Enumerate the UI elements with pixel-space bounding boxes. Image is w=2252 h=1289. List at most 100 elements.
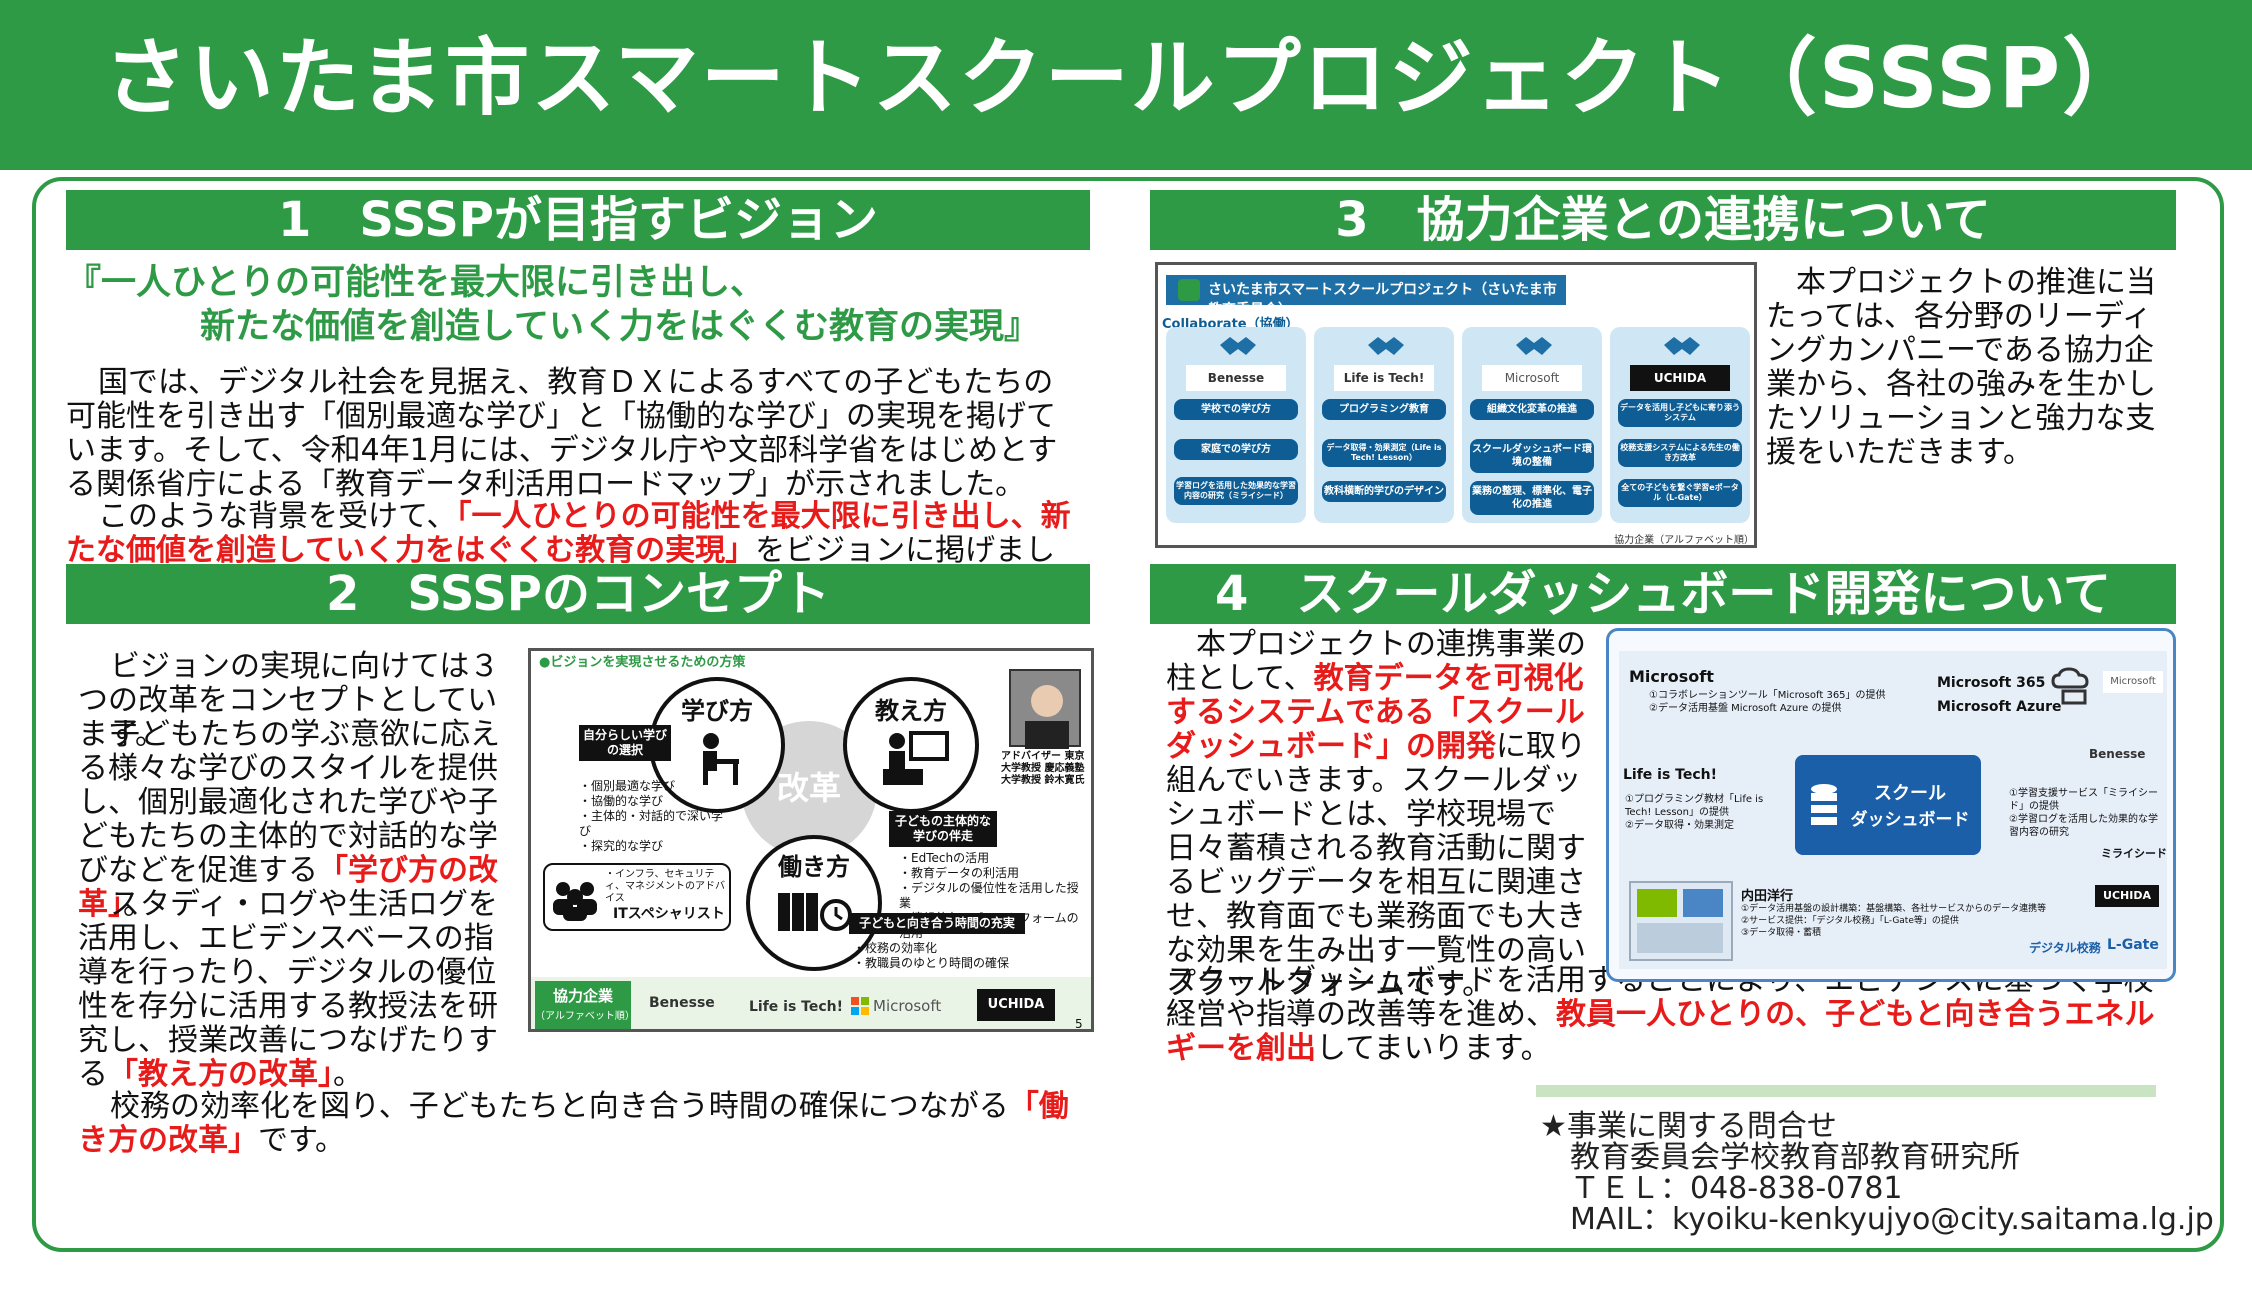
tag-student-companion: 子どもの主体的な学びの伴走 [889, 811, 997, 847]
lit-items: ①プログラミング教材「Life is Tech! Lesson」の提供 ②データ… [1625, 793, 1775, 832]
p4b: です。 [258, 1123, 345, 1158]
contact-divider [1536, 1085, 2156, 1097]
miraiseed-logo: ミライシード [2101, 847, 2167, 860]
p2b: 。 [123, 887, 153, 922]
section2-paragraph1: ビジョンの実現に向けては３つの改革をコンセプトとしています。 [78, 649, 500, 752]
tag-time-with-children: 子どもと向き合う時間の充実 [849, 913, 1025, 934]
sssp-logo-icon [1178, 279, 1200, 301]
section1-heading: 1 SSSPが目指すビジョン [66, 190, 1090, 250]
col2-item: プログラミング教育 [1322, 399, 1446, 420]
it-specialist-box [543, 863, 731, 931]
dashboard-screen-thumb [1629, 881, 1733, 961]
uchida-items: ①データ活用基盤の設計構築：基盤構築、各社サービスからのデータ連携等 ②サービス… [1741, 903, 2061, 939]
lgate-logo: L-Gate [2107, 937, 2159, 953]
azure-label: Microsoft Azure [1937, 699, 2062, 715]
col4-logo: UCHIDA [1630, 365, 1730, 391]
oshiekata-label: 教え方 [875, 697, 947, 725]
cloud-computer-icon [2049, 667, 2095, 707]
student-desk-icon [693, 731, 743, 787]
contact-department: 教育委員会学校教育部教育研究所 [1570, 1140, 2020, 1175]
t1b: に取り組んでいきます。スクールダッシュボードとは、学校現場で日々蓄積される教育活… [1166, 729, 1586, 1002]
col2-item: 教科横断的学びのデザイン [1322, 481, 1446, 502]
advisor-photo [1009, 669, 1081, 749]
col4-item: 校務支援システムによる先生の働き方改革 [1618, 439, 1742, 467]
logo-uchida: UCHIDA [977, 989, 1055, 1021]
digital-komu-logo: デジタル校務 [2029, 941, 2101, 955]
p4a: 校務の効率化を図り、子どもたちと向き合う時間の確保につながる [110, 1089, 1009, 1124]
col4-item: 全ての子どもを繋ぐ学習eポータル（L-Gate） [1618, 479, 1742, 507]
col1-item: 家庭での学び方 [1174, 439, 1298, 460]
hatarakikata-reform: 「働き方の改革」 [78, 1089, 1069, 1158]
list-item: ①プログラミング教材「Life is Tech! Lesson」の提供 [1625, 794, 1764, 818]
it-note: ・インフラ、セキュリティ、マネジメントのアドバイス [605, 869, 725, 904]
manabikata-label: 学び方 [681, 697, 753, 725]
list-item: ①学習支援サービス「ミライシード」の提供 [2009, 788, 2158, 812]
handshake-icon [1218, 333, 1258, 359]
reform-center-label: 改革 [776, 769, 841, 807]
p3b: 。 [333, 1057, 363, 1092]
list-item: ③データ取得・蓄積 [1741, 928, 1822, 938]
partners-label-box [535, 981, 631, 1029]
list-item: ②データ取得・効果測定 [1625, 820, 1734, 831]
partners-slide-titlebar [1166, 275, 1566, 305]
list-item: ・探究的な学び [579, 839, 664, 853]
section1-paragraph1: 国では、デジタル社会を見据え、教育ＤＸによるすべての子どもたちの可能性を引き出す… [66, 365, 1058, 502]
ms-logo-small: Microsoft [2103, 671, 2163, 693]
contact-title: ★事業に関する問合せ [1540, 1109, 1837, 1144]
col2-logo: Life is Tech! [1334, 365, 1434, 391]
energy-red: 教員一人ひとりの、子どもと向き合うエネルギーを創出 [1166, 997, 2155, 1066]
hatarakikata-label: 働き方 [778, 853, 850, 881]
vision-slogan-line1: 『一人ひとりの可能性を最大限に引き出し、 [66, 263, 765, 303]
slide-caption: ●ビジョンを実現させるための方策 [539, 655, 746, 670]
files-clock-icon [776, 885, 856, 935]
col3-item: 組織文化変革の推進 [1470, 399, 1594, 420]
col1-logo: Benesse [1186, 365, 1286, 391]
list-item: ①コラボレーションツール「Microsoft 365」の提供 [1649, 690, 1886, 701]
handshake-icon [1514, 333, 1554, 359]
ms365-label: Microsoft 365 [1937, 675, 2046, 691]
col3-logo: Microsoft [1482, 365, 1582, 391]
database-icon [1809, 783, 1839, 827]
partners-footnote: 協力企業（アルファベット順） [1614, 535, 1754, 546]
t1a: 本プロジェクトの連携事業の柱として、 [1166, 627, 1586, 696]
ben-items: ①学習支援サービス「ミライシード」の提供 ②学習ログを活用した効果的な学習内容の… [2009, 787, 2165, 839]
section1-paragraph2: このような背景を受けて、「一人ひとりの可能性を最大限に引き出し、新たな価値を創造… [66, 500, 1076, 602]
logo-lifeistech: Life is Tech! [749, 999, 844, 1015]
dashboard-center-line1: スクール [1874, 783, 1946, 804]
ms-items: ①コラボレーションツール「Microsoft 365」の提供 ②データ活用基盤 … [1649, 689, 1949, 715]
partners-sub: （アルファベット順） [535, 1011, 635, 1022]
col3-item: 業務の整理、標準化、電子化の推進 [1470, 481, 1594, 515]
title-bar [0, 0, 2252, 170]
list-item: ・主体的・対話的で深い学び [579, 809, 724, 838]
col2-item: データ取得・効果測定（Life is Tech! Lesson） [1322, 439, 1446, 467]
concept-slide: ●ビジョンを実現させるための方策 改革 学び方 教え方 働き方 自分らしい学びの… [528, 648, 1094, 1032]
content-frame [32, 177, 2224, 1252]
list-learning: ・個別最適な学び ・協働的な学び ・主体的・対話的で深い学び ・探究的な学び [579, 779, 729, 854]
p2-red-vision: 「一人ひとりの可能性を最大限に引き出し、新たな価値を創造していく力をはぐくむ教育… [66, 499, 1071, 568]
section3-heading: 3 協力企業との連携について [1150, 190, 2176, 250]
list-item: ・協働的な学び [579, 794, 664, 808]
section2-paragraph3: スタディ・ログや生活ログを活用し、エビデンスベースの指導を行ったり、デジタルの優… [78, 888, 508, 1092]
handshake-icon [1366, 333, 1406, 359]
list-item: ・デジタルの優位性を活用した授業 [899, 881, 1079, 910]
partners-slide-title: さいたま市スマートスクールプロジェクト（さいたま市教育委員会） [1208, 282, 1557, 318]
list-item: ・教職員のゆとり時間の確保 [853, 956, 1010, 970]
list-item: ・教育データの利活用 [899, 866, 1020, 880]
section3-text: 本プロジェクトの推進に当たっては、各分野のリーディングカンパニーである協力企業か… [1766, 265, 2156, 470]
microsoft-logo-icon [851, 997, 869, 1015]
list-item: ・EdTechの活用 [899, 851, 990, 865]
p2a: 子どもたちの学ぶ意欲に応える様々な学びのスタイルを提供し、個別最適化された学びや… [78, 717, 500, 888]
list-item: ・校務の効率化 [853, 941, 938, 955]
advisor-caption: アドバイザー 東京大学教授 慶応義塾大学教授 鈴木寛氏 [1001, 751, 1085, 786]
list-item: ②データ活用基盤 Microsoft Azure の提供 [1649, 703, 1842, 714]
people-group-icon [551, 877, 599, 921]
col1-item: 学校での学び方 [1174, 399, 1298, 420]
section2-paragraph4: 校務の効率化を図り、子どもたちと向き合う時間の確保につながる「働き方の改革」です… [78, 1090, 1088, 1158]
p3a: スタディ・ログや生活ログを活用し、エビデンスベースの指導を行ったり、デジタルの優… [78, 887, 498, 1092]
page-title: さいたま市スマートスクールプロジェクト（SSSP） [103, 29, 2149, 127]
list-item: ・個別最適な学び [579, 779, 676, 793]
dashboard-center-line2: ダッシュボード [1850, 810, 1970, 830]
handshake-icon [1662, 333, 1702, 359]
list-working: ・校務の効率化 ・教職員のゆとり時間の確保 [853, 941, 1043, 971]
section2-heading: 2 SSSPのコンセプト [66, 564, 1090, 624]
